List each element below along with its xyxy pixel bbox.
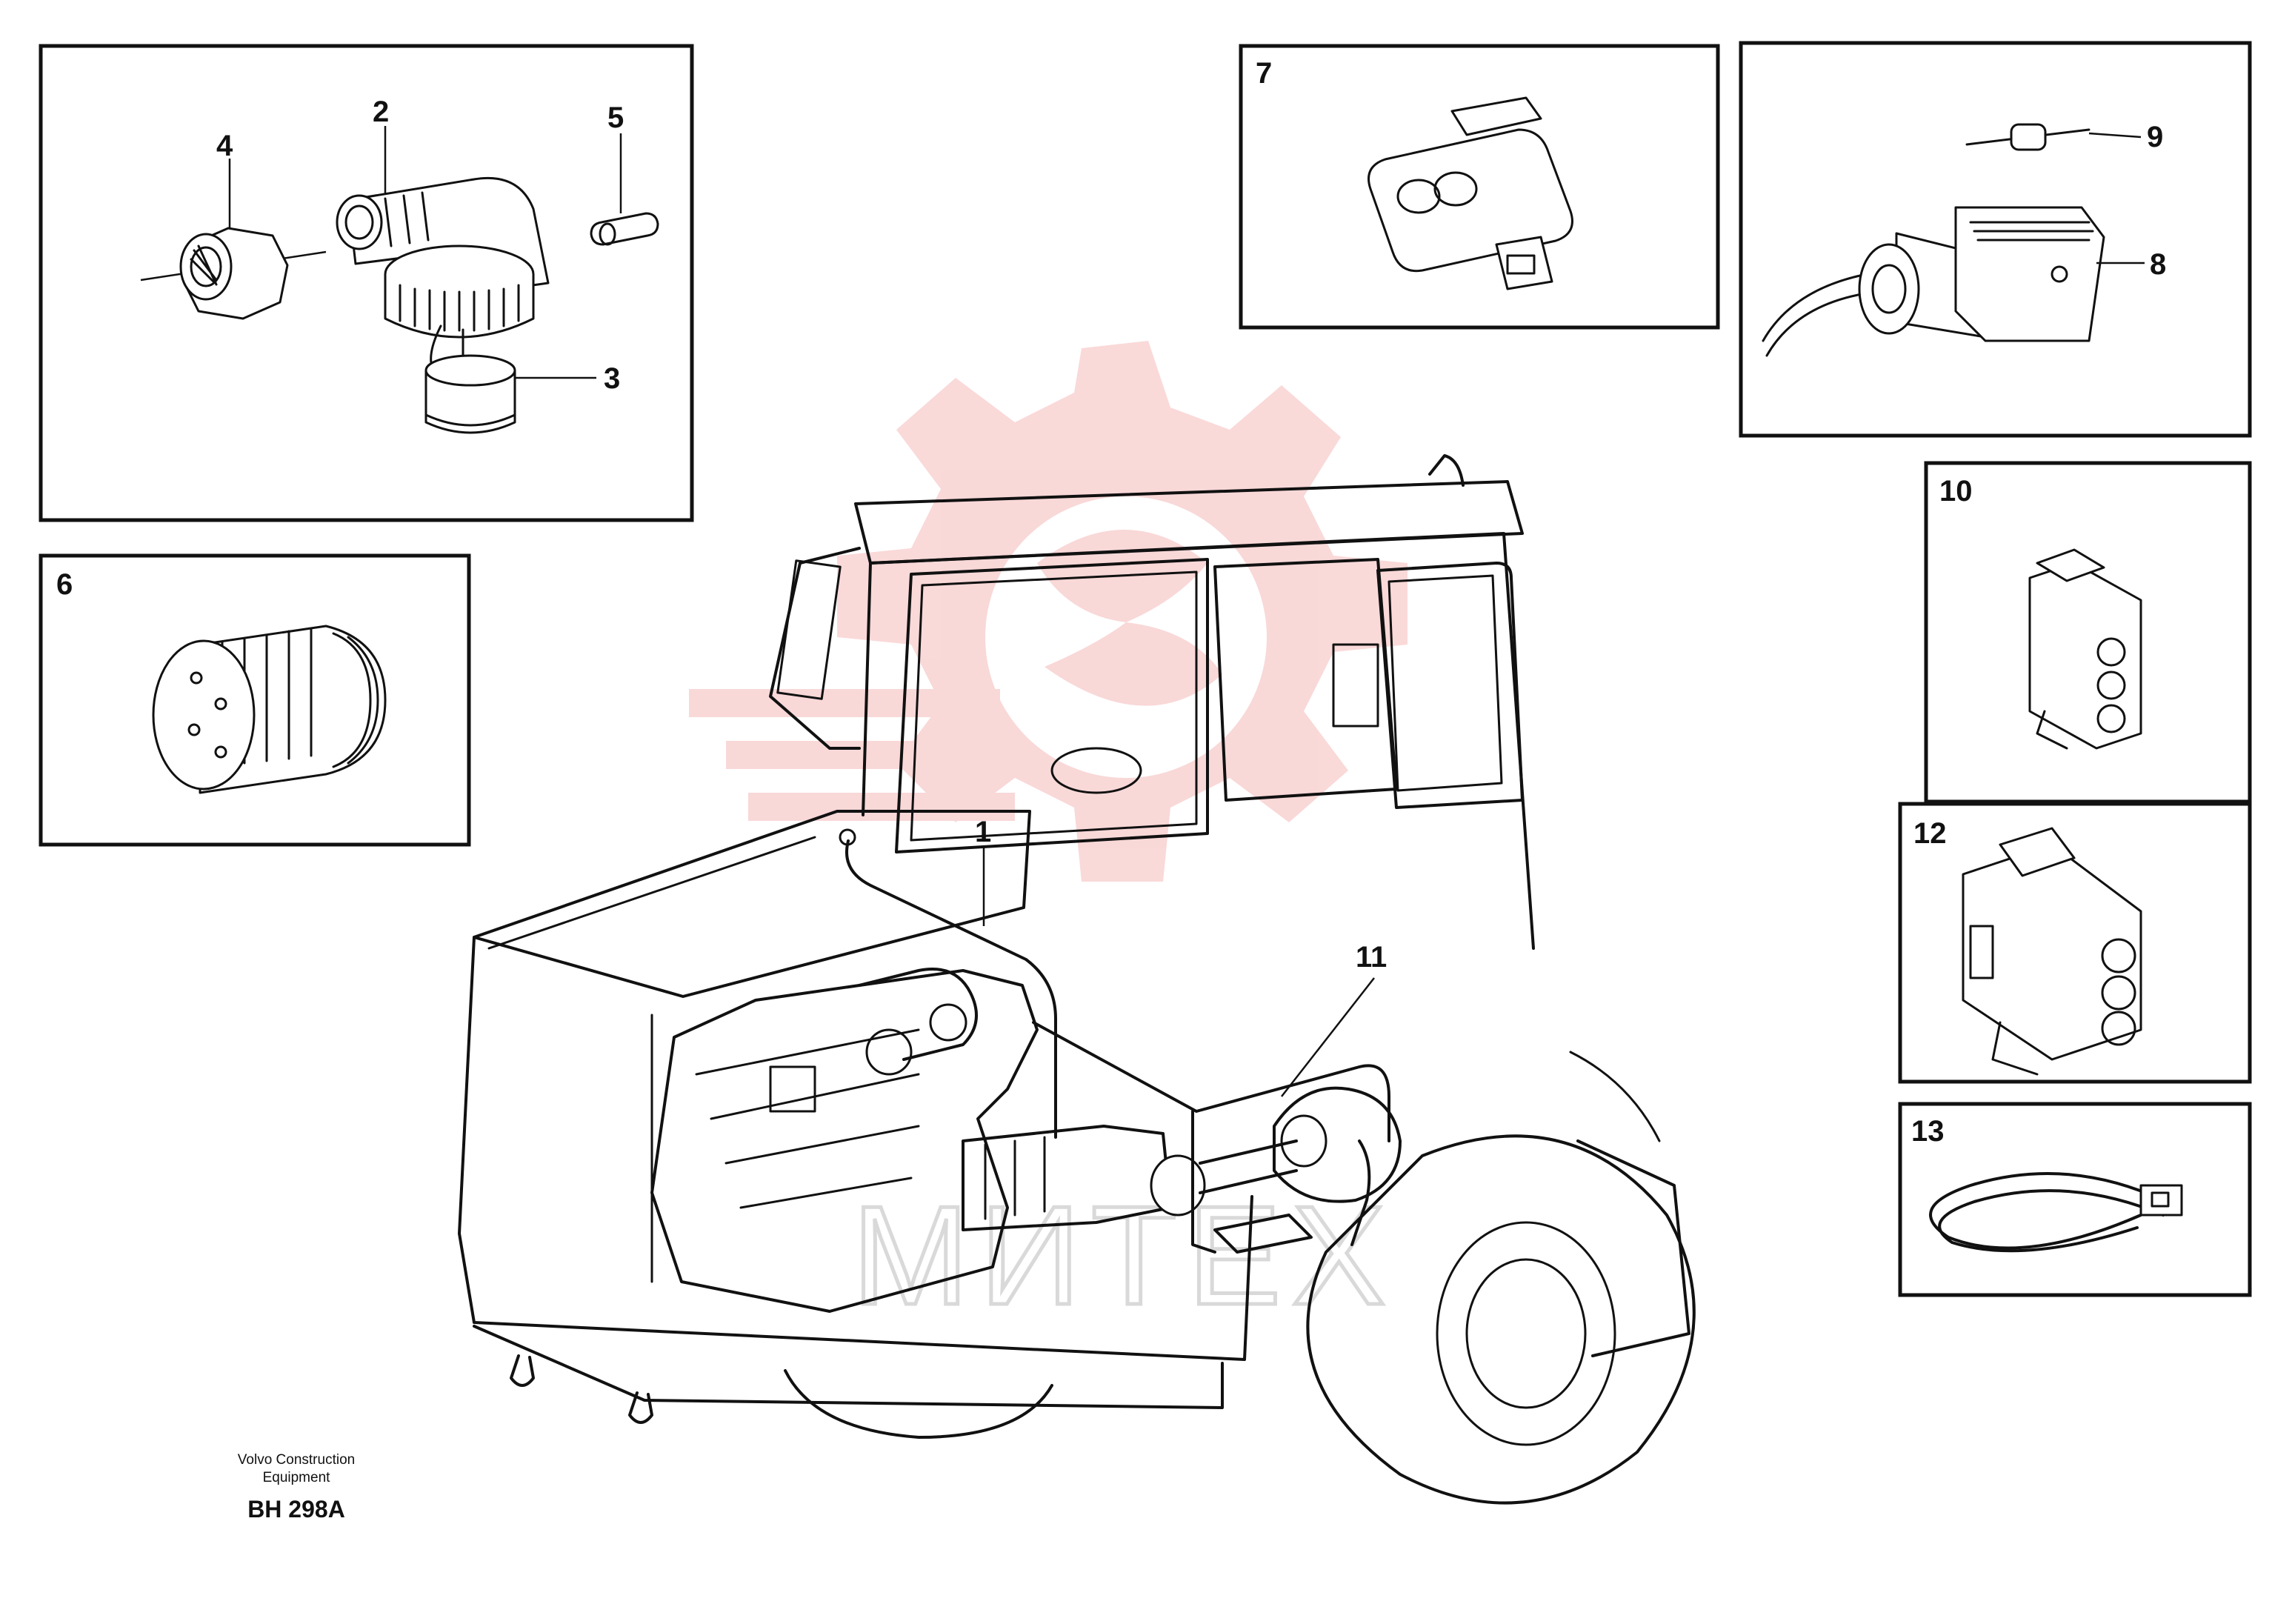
part-3-sensor [424, 354, 596, 434]
part-8-valve-plug [1762, 206, 2145, 357]
box-label-part-10: 10 [1939, 475, 1973, 508]
part-10-three-pin-connector [2028, 548, 2142, 750]
detail-box-part-7: 7 [1239, 44, 1720, 330]
callout-part-1: 1 [975, 816, 991, 848]
box-label-part-7: 7 [1256, 57, 1272, 90]
part-7-two-pin-connector [1367, 96, 1573, 290]
credit-line-2: Equipment [263, 1470, 331, 1485]
callout-part-5: 5 [607, 102, 624, 134]
watermark-gear-logo [689, 341, 1407, 882]
callout-part-2: 2 [373, 96, 389, 128]
watermark-text: МИТЕХ [852, 1177, 1396, 1334]
detail-box-part-12: 12 [1898, 802, 2252, 1084]
callout-part-8: 8 [2150, 248, 2166, 281]
part-2-elbow-fitting [336, 126, 550, 372]
callout-part-3: 3 [604, 362, 620, 395]
publisher-credit: Volvo Construction Equipment BH 298A [238, 1452, 355, 1522]
part-12-connector [1962, 827, 2142, 1076]
part-13-cable-tie [1929, 1172, 2183, 1253]
detail-box-parts-8-9: 9 8 [1739, 41, 2252, 438]
box-label-part-6: 6 [56, 568, 73, 601]
box-label-part-13: 13 [1911, 1115, 1945, 1148]
callout-part-4: 4 [216, 130, 233, 162]
part-9-diode [1965, 123, 2142, 151]
detail-box-part-10: 10 [1924, 461, 2252, 804]
leader-part-11 [1281, 977, 1375, 1097]
box-label-part-12: 12 [1913, 817, 1947, 850]
detail-box-parts-2-5: 4 2 3 5 [39, 44, 694, 522]
detail-box-part-6: 6 [39, 553, 471, 847]
credit-line-1: Volvo Construction [238, 1452, 355, 1468]
detail-box-part-13: 13 [1898, 1102, 2252, 1297]
part-1-wiring-harness [839, 828, 1390, 1254]
part-5-terminal [590, 133, 659, 246]
callout-part-11: 11 [1356, 941, 1387, 974]
part-4-nut [140, 159, 327, 320]
part-6-round-connector [152, 625, 387, 794]
machine-illustration: 1 11 [458, 454, 1696, 1505]
illustration-code: BH 298A [247, 1496, 345, 1522]
callout-part-9: 9 [2147, 121, 2163, 153]
